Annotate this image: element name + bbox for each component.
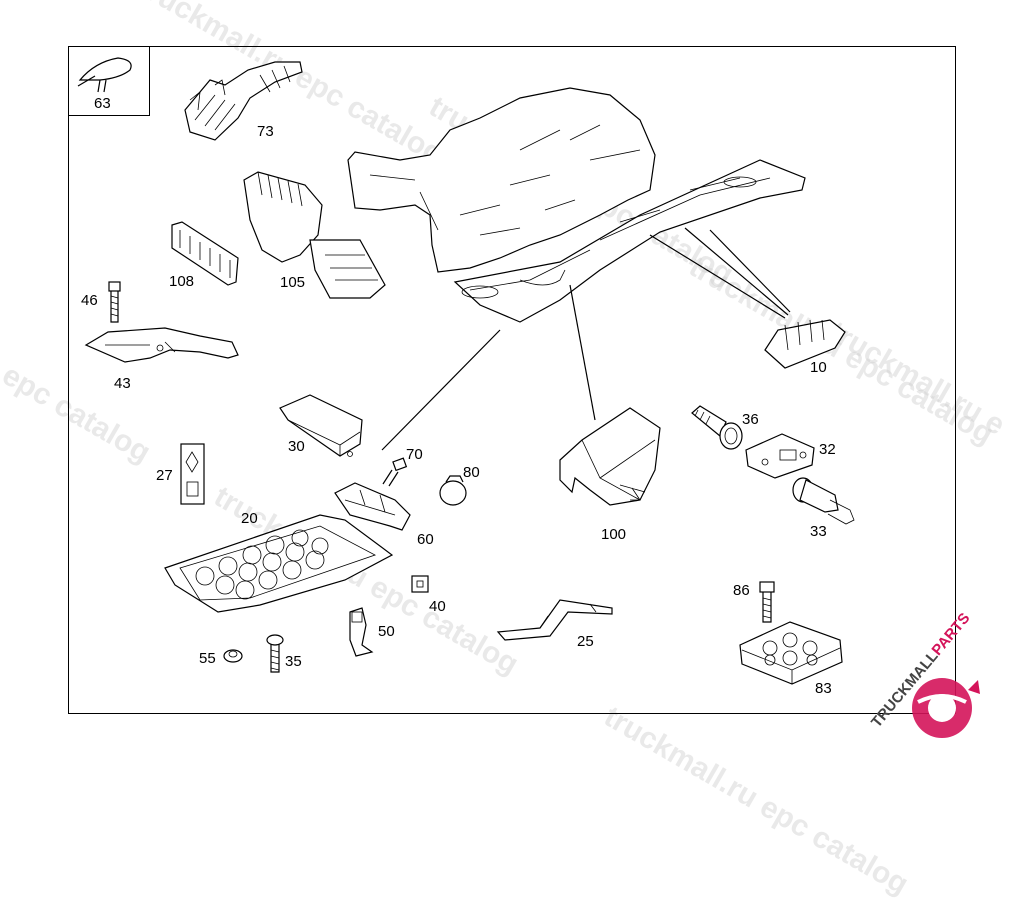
part-63-cable-tie[interactable] (77, 57, 132, 93)
callout-10: 10 (810, 359, 827, 376)
part-32-block[interactable] (745, 433, 815, 479)
callout-46: 46 (81, 292, 98, 309)
logo-gear-icon (912, 678, 980, 738)
part-55-nut[interactable] (223, 649, 243, 663)
part-83-block[interactable] (739, 621, 843, 685)
part-27-plate[interactable] (180, 443, 205, 505)
part-40-nut[interactable] (411, 575, 429, 593)
leader-lines (381, 227, 791, 451)
part-100-cover[interactable] (559, 407, 661, 506)
callout-80: 80 (463, 464, 480, 481)
callout-63: 63 (94, 95, 111, 112)
tray-bumps (195, 529, 329, 600)
callout-32: 32 (819, 441, 836, 458)
callout-55: 55 (199, 650, 216, 667)
callout-43: 43 (114, 375, 131, 392)
part-60-bracket[interactable] (334, 482, 411, 531)
callout-50: 50 (378, 623, 395, 640)
callout-60: 60 (417, 531, 434, 548)
part-floor-frame-assembly (347, 87, 806, 323)
part-10-clip[interactable] (764, 319, 846, 369)
part-108-bracket-plate[interactable] (171, 221, 239, 286)
callout-100: 100 (601, 526, 627, 543)
callout-70: 70 (406, 446, 423, 463)
part-50-clip[interactable] (349, 607, 374, 657)
part-25-bracket[interactable] (496, 599, 613, 641)
callout-33: 33 (810, 523, 827, 540)
callout-108: 108 (169, 273, 195, 290)
callout-27: 27 (156, 467, 173, 484)
part-20-tray[interactable] (164, 514, 394, 613)
part-86-bolt[interactable] (759, 581, 775, 623)
callout-83: 83 (815, 680, 832, 697)
part-33-plug[interactable] (792, 477, 855, 525)
callout-105: 105 (280, 274, 306, 291)
diagram-frame (68, 46, 956, 714)
part-35-screw[interactable] (266, 634, 284, 673)
part-36-plug[interactable] (691, 405, 743, 450)
inset-box (68, 46, 150, 116)
callout-40: 40 (429, 598, 446, 615)
callout-86: 86 (733, 582, 750, 599)
callout-25: 25 (577, 633, 594, 650)
callout-73: 73 (257, 123, 274, 140)
callout-36: 36 (742, 411, 759, 428)
part-30-cover[interactable] (279, 394, 363, 457)
callout-30: 30 (288, 438, 305, 455)
part-105-bracket[interactable] (243, 171, 386, 299)
part-73-clip-holder[interactable] (184, 61, 303, 141)
callout-20: 20 (241, 510, 258, 527)
part-70-screw[interactable] (382, 457, 408, 487)
callout-35: 35 (285, 653, 302, 670)
part-80-plug[interactable] (439, 475, 467, 506)
part-43-bracket[interactable] (84, 327, 239, 363)
parts-drawing (77, 57, 980, 738)
part-46-bolt[interactable] (108, 281, 121, 323)
